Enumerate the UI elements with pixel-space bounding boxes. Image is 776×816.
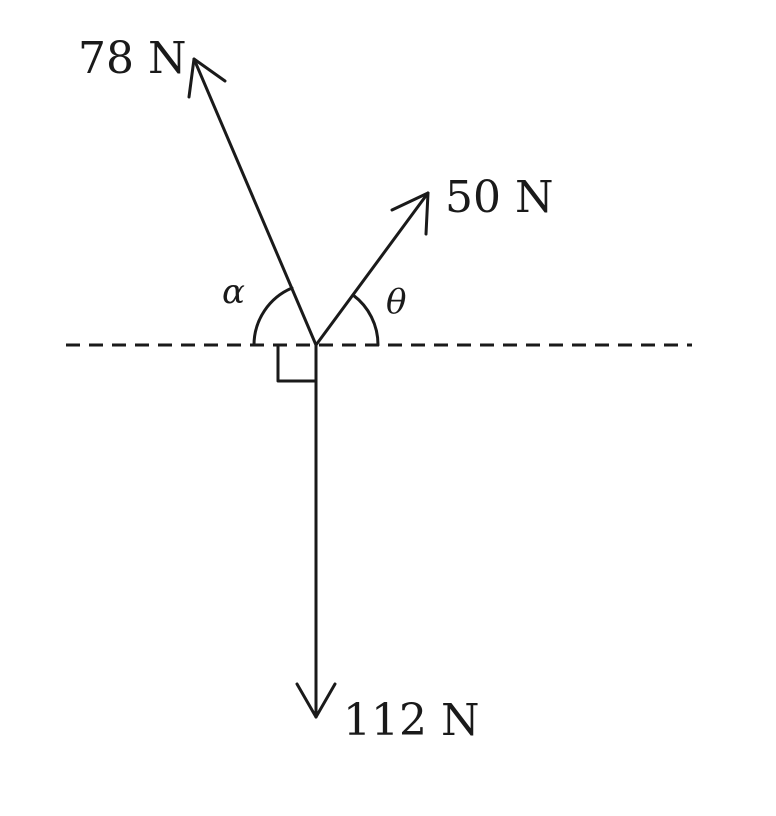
force-78n-shaft bbox=[192, 57, 318, 347]
alpha-angle-arc bbox=[252, 286, 294, 347]
force-vector-78n bbox=[187, 57, 318, 347]
force-vector-112n bbox=[295, 343, 337, 719]
force-vector-50n bbox=[314, 191, 430, 347]
force-50n-label: 50 N bbox=[445, 172, 553, 223]
theta-angle-label: θ bbox=[386, 282, 406, 322]
force-112n-label: 112 N bbox=[343, 695, 479, 746]
right-angle-marker bbox=[276, 343, 318, 383]
theta-angle-arc bbox=[351, 293, 380, 347]
force-50n-arrowhead bbox=[390, 191, 430, 236]
force-78n-arrowhead bbox=[187, 57, 227, 99]
force-78n-label: 78 N bbox=[78, 33, 186, 84]
force-50n-shaft bbox=[314, 191, 430, 347]
force-112n-arrowhead bbox=[295, 682, 337, 719]
alpha-angle-label: α bbox=[222, 272, 245, 312]
